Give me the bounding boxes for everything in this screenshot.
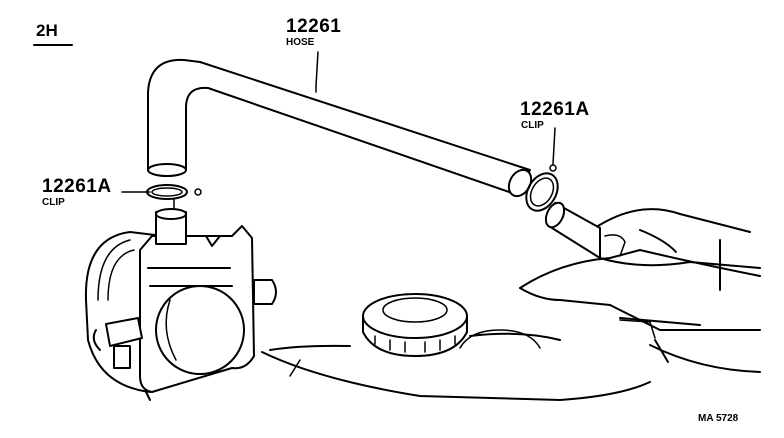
clip-right-part-number: 12261A bbox=[520, 99, 590, 120]
clip-left-part-name: CLIP bbox=[42, 197, 65, 208]
hose-part-name: HOSE bbox=[286, 37, 315, 48]
leader-lines bbox=[121, 51, 556, 193]
intake-pipe bbox=[544, 201, 761, 269]
hose bbox=[147, 58, 531, 195]
clip-right-part-name: CLIP bbox=[521, 120, 544, 131]
hose-part-number: 12261 bbox=[286, 16, 342, 37]
throttle-clip bbox=[146, 184, 202, 211]
throttle-body bbox=[84, 208, 277, 401]
hose-end-clip bbox=[507, 164, 559, 212]
valve-cover bbox=[459, 239, 761, 373]
clip-left-part-number: 12261A bbox=[42, 176, 112, 197]
oil-filler-cap bbox=[269, 293, 561, 357]
figure-reference: MA 5728 bbox=[698, 413, 739, 424]
engine-code: 2H bbox=[36, 21, 58, 40]
head-outline bbox=[261, 351, 651, 401]
